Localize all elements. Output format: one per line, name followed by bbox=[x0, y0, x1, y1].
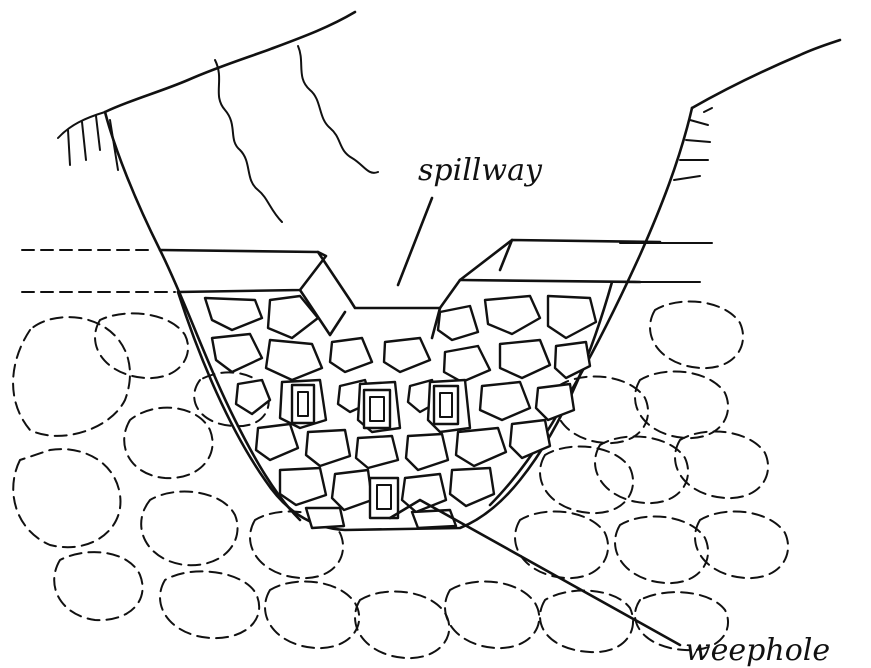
spillway-label: spillway bbox=[418, 153, 543, 188]
weephole-label: weephole bbox=[685, 633, 830, 668]
weephole-opening bbox=[292, 385, 314, 423]
weephole-opening bbox=[364, 390, 390, 428]
ground-lines bbox=[22, 243, 712, 292]
masonry-stones bbox=[205, 296, 596, 528]
weephole-opening bbox=[434, 386, 458, 424]
spillway-leader bbox=[398, 198, 432, 285]
flow-lines bbox=[215, 46, 378, 222]
